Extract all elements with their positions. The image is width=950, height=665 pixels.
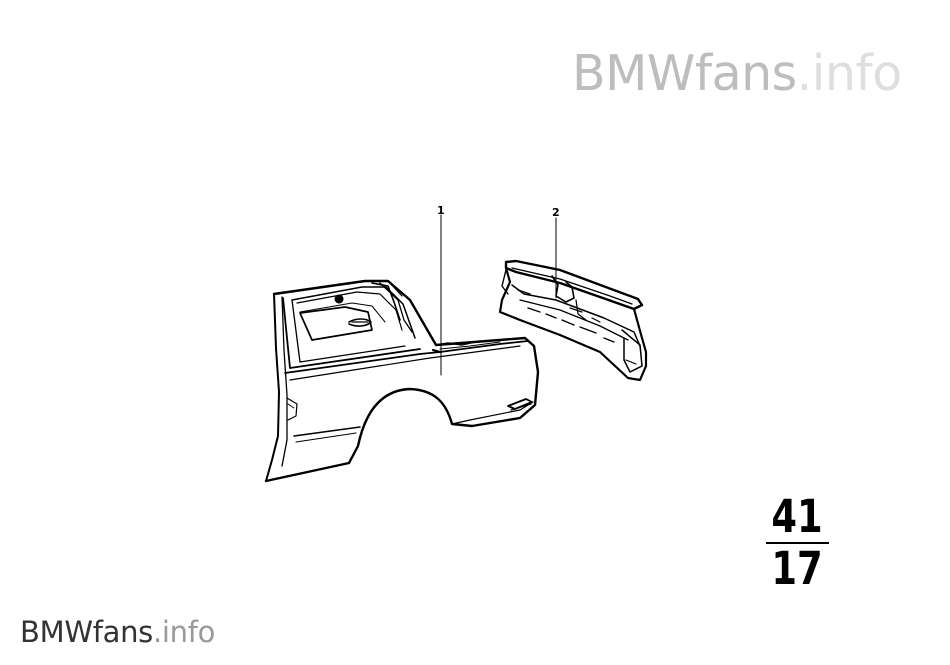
callout-2: 2	[552, 206, 560, 219]
group-number-main: 41	[771, 490, 823, 543]
callout-1: 1	[437, 204, 445, 217]
reinforcement-panel-drawing	[498, 217, 648, 382]
watermark-bottom: BMWfans.info	[20, 612, 215, 652]
watermark-brand: BMWfans	[572, 45, 797, 102]
group-number-sub: 17	[771, 542, 823, 595]
group-number-divider	[766, 542, 829, 544]
watermark-tld-bottom: .info	[152, 615, 216, 649]
side-panel-drawing	[264, 214, 540, 483]
watermark-brand-bottom: BMWfans	[20, 615, 153, 649]
watermark-tld: .info	[796, 45, 902, 102]
watermark-top: BMWfans.info	[572, 44, 902, 104]
